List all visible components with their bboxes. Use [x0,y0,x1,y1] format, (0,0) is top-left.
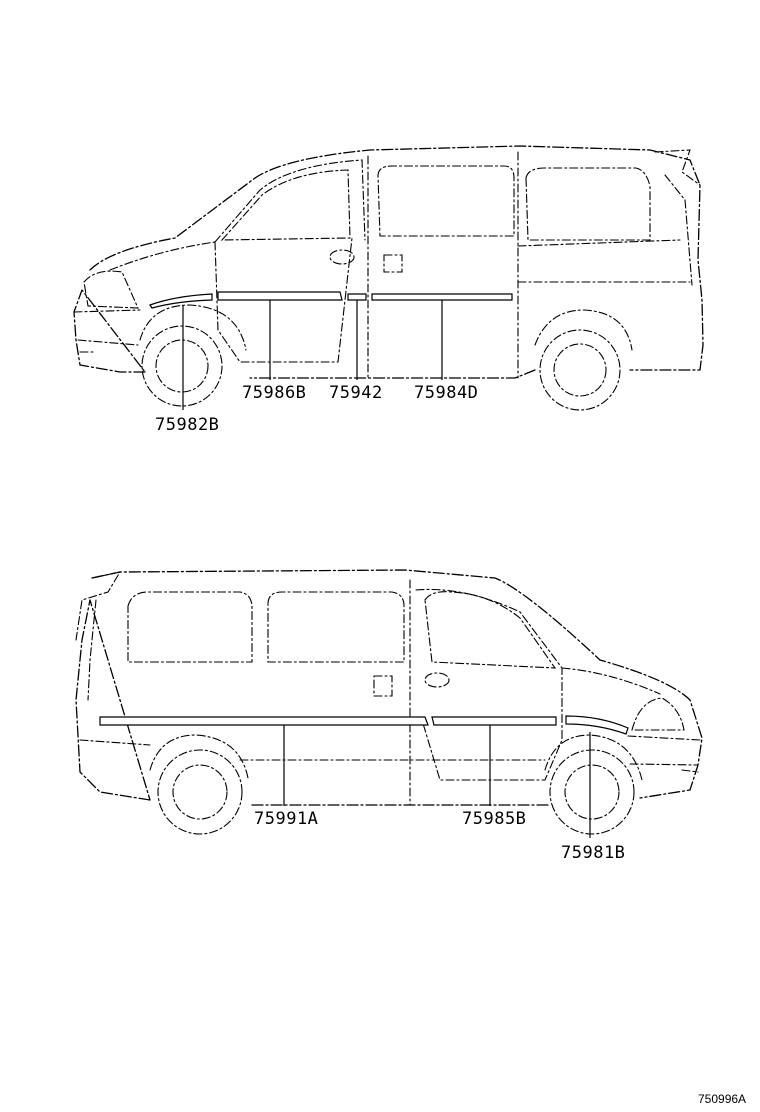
upper-front-arch [139,304,247,351]
lower-body-outline [75,569,703,806]
upper-mirror [329,249,355,265]
lower-front-arch [544,734,643,781]
lower-front-wheel [549,749,635,835]
upper-moulding-slide-door [371,293,513,301]
upper-front-window [220,169,351,241]
lower-rear-hub [172,764,228,820]
upper-headlamp [83,270,139,309]
callout-75984D: 75984D [414,383,478,403]
upper-moulding-fender [149,293,213,309]
lower-rear-spoiler [75,571,122,701]
upper-hood-line [109,241,216,271]
lower-moulding-front-door [431,716,557,726]
upper-fuel-lid [383,254,403,273]
upper-front-door [214,237,353,363]
callout-75991A: 75991A [254,809,318,829]
figure-reference: 750996A [698,1092,746,1106]
lower-belt-line [79,739,546,761]
lower-rear-arch [149,734,249,779]
lower-front-hub [564,764,620,820]
lower-hood-line [561,667,661,695]
callout-75981B: 75981B [561,843,625,863]
upper-moulding-front-door [217,291,343,301]
upper-front-hub [155,339,209,393]
upper-slide-door-outline [367,151,519,379]
lower-moulding-fender [565,715,629,735]
upper-belt-line [517,239,691,283]
upper-slide-window [377,165,515,237]
upper-moulding-gap [347,293,367,301]
callout-75982B: 75982B [155,415,219,435]
upper-front-wheel [141,325,223,407]
upper-rear-hub [553,343,607,397]
van-left-side-view [73,145,704,411]
upper-rear-arch [534,309,633,351]
upper-front-bumper [73,309,141,353]
lower-fuel-lid [373,675,393,697]
lower-rear-window [127,591,253,663]
callout-75985B: 75985B [462,809,526,829]
callout-75986B: 75986B [242,383,306,403]
lower-moulding-rear [99,716,429,726]
upper-body-outline [73,145,704,379]
lower-front-bumper [627,735,701,773]
lower-rear-wheel [157,749,243,835]
upper-rear-window [525,167,651,241]
lower-headlamp [631,697,685,731]
upper-rear-wheel [539,329,621,411]
lower-front-door [415,588,563,781]
van-right-side-view [75,569,703,838]
upper-rear-spoiler [654,149,701,286]
lower-slide-window [267,591,405,663]
callout-75942: 75942 [329,383,383,403]
upper-a-pillar [214,159,366,243]
lower-mirror [424,672,450,688]
